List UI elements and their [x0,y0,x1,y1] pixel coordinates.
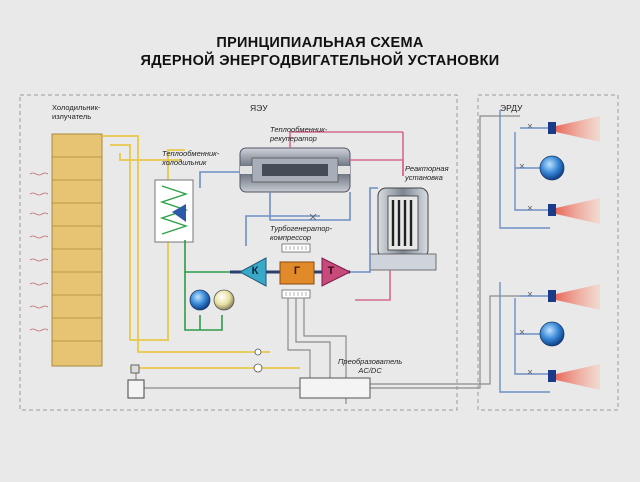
converter-box [299,377,371,399]
label-hx-cooler-line1: Теплообменник- [162,149,220,158]
pink-hot-loop [289,131,404,301]
label-converter-line1: Преобразователь [338,357,403,366]
label-converter: Преобразователь AC/DC [338,357,403,375]
radiator-panel [51,133,103,367]
label-hx-cooler-line2: холодильник [162,157,207,167]
generator-letter: Г [293,265,301,277]
section-label-erdu: ЭРДУ [500,103,523,113]
diagram-title-line2: ЯДЕРНОЙ ЭНЕРГОДВИГАТЕЛЬНОЙ УСТАНОВКИ [140,53,500,69]
label-turbogenerator-line2: компрессор [270,232,312,242]
diagram-title-line1: ПРИНЦИПИАЛЬНАЯ СХЕМА [216,35,424,51]
control-unit [127,364,145,399]
yaeu-section-box [19,94,458,411]
label-reactor-line2: установка [405,172,443,182]
label-hx-recuperator-line1: Теплообменник- [270,125,328,134]
thruster-group-lower [539,284,600,390]
label-hx-recuperator-line2: рекуператор [270,133,317,143]
hx-recuperator-unit [239,147,351,193]
hx-cooler-unit [154,179,194,243]
label-turbogenerator: Турбогенератор- компрессор [270,224,333,242]
radiator-coolant-loop [102,135,300,369]
label-cooler-emitter: Холодильник- излучатель [52,103,101,121]
label-hx-cooler: Теплообменник- холодильник [162,149,220,167]
erdu-propellant-lines [499,110,550,393]
flow-valve-marks [519,123,533,375]
section-label-yaeu: ЯЭУ [250,103,268,113]
label-reactor: Реакторная установка [405,164,449,182]
label-cooler-emitter-line2: излучатель [52,111,92,121]
turbogenerator-unit [230,243,352,299]
reactor-unit [369,187,437,271]
green-coolant-loop [184,240,240,331]
heat-radiation-arrows [29,172,49,332]
thruster-group-upper [539,116,600,224]
label-cooler-emitter-line1: Холодильник- [52,103,101,112]
coolant-tanks [189,289,235,311]
label-hx-recuperator: Теплообменник- рекуператор [270,125,328,143]
label-turbogenerator-line1: Турбогенератор- [270,224,333,233]
erdu-section-box [477,94,619,411]
label-converter-line2: AC/DC [358,365,382,375]
valve-symbols [253,213,317,373]
electrical-wiring [135,115,520,404]
label-reactor-line1: Реакторная [405,164,449,173]
compressor-letter: К [251,265,259,277]
turbine-letter: Т [327,265,335,277]
